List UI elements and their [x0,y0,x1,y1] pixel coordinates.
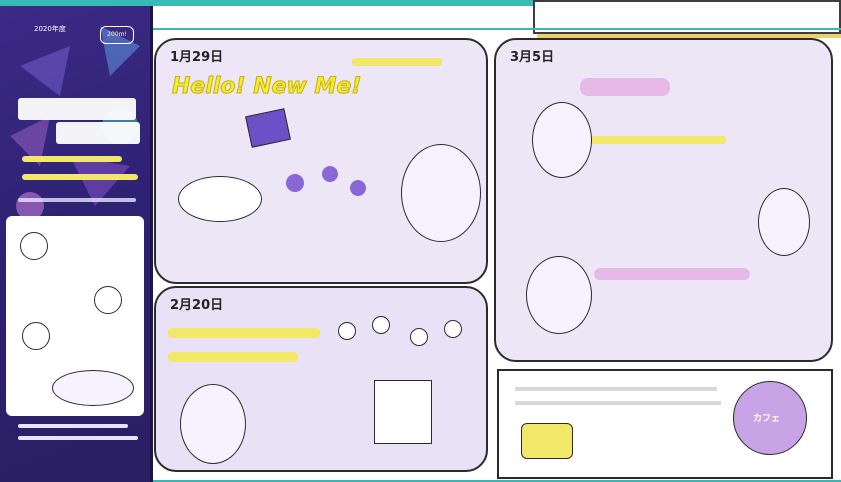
workbook-icon [374,380,432,444]
speaker-portrait-2 [526,256,592,334]
sidebar-highlight-2 [22,174,138,180]
talk-doodles [326,314,476,362]
partner-line [18,436,138,440]
zoom-badge: 200m! [100,26,134,44]
lecture-title-date: 1月29日 [170,50,224,65]
cafe-label: カフェ [753,414,781,424]
sidebar-collage [6,216,144,416]
lecture-highlight [352,58,442,66]
lecturer-portrait [401,144,481,242]
person-doodle-1 [20,232,48,260]
lecture-panel: 1月29日 Hello! New Me! [154,38,488,284]
lecture-bubble [178,176,262,222]
sidebar-highlight-1 [22,156,122,162]
workshop-title-date: 2月20日 [170,298,224,313]
session-banner-1 [580,78,670,96]
organizer-line [18,424,128,428]
session-highlight [576,136,726,144]
hello-new-me: Hello! New Me! [171,74,362,100]
session-banner-2 [594,268,750,280]
closing-note: カフェ [497,369,833,479]
session-panel: 3月5日 [494,38,833,362]
cafe-badge [733,381,807,455]
lecture-timeline [278,160,368,220]
person-doodle-2 [94,286,122,314]
sidebar-subtitle-line [18,198,136,202]
notebook-icon [245,108,291,148]
speaker-portrait-1 [532,102,592,178]
sidebar-title-band-2 [56,122,140,144]
top-teal-bar [0,0,555,6]
person-doodle-3 [22,322,50,350]
workshop-panel: 2月20日 [154,286,488,472]
speaker-portrait-3 [758,188,810,256]
speech-bubble [52,370,134,406]
sidebar-banner: 2020年度 200m! [0,6,153,482]
facilitator-portrait [180,384,246,464]
session-title-date: 3月5日 [510,50,555,65]
year-label: 2020年度 [34,25,66,33]
workshop-highlight-2 [168,352,298,362]
workshop-highlight-1 [168,328,320,338]
sidebar-title-band-1 [18,98,136,120]
summary-card [521,423,573,459]
